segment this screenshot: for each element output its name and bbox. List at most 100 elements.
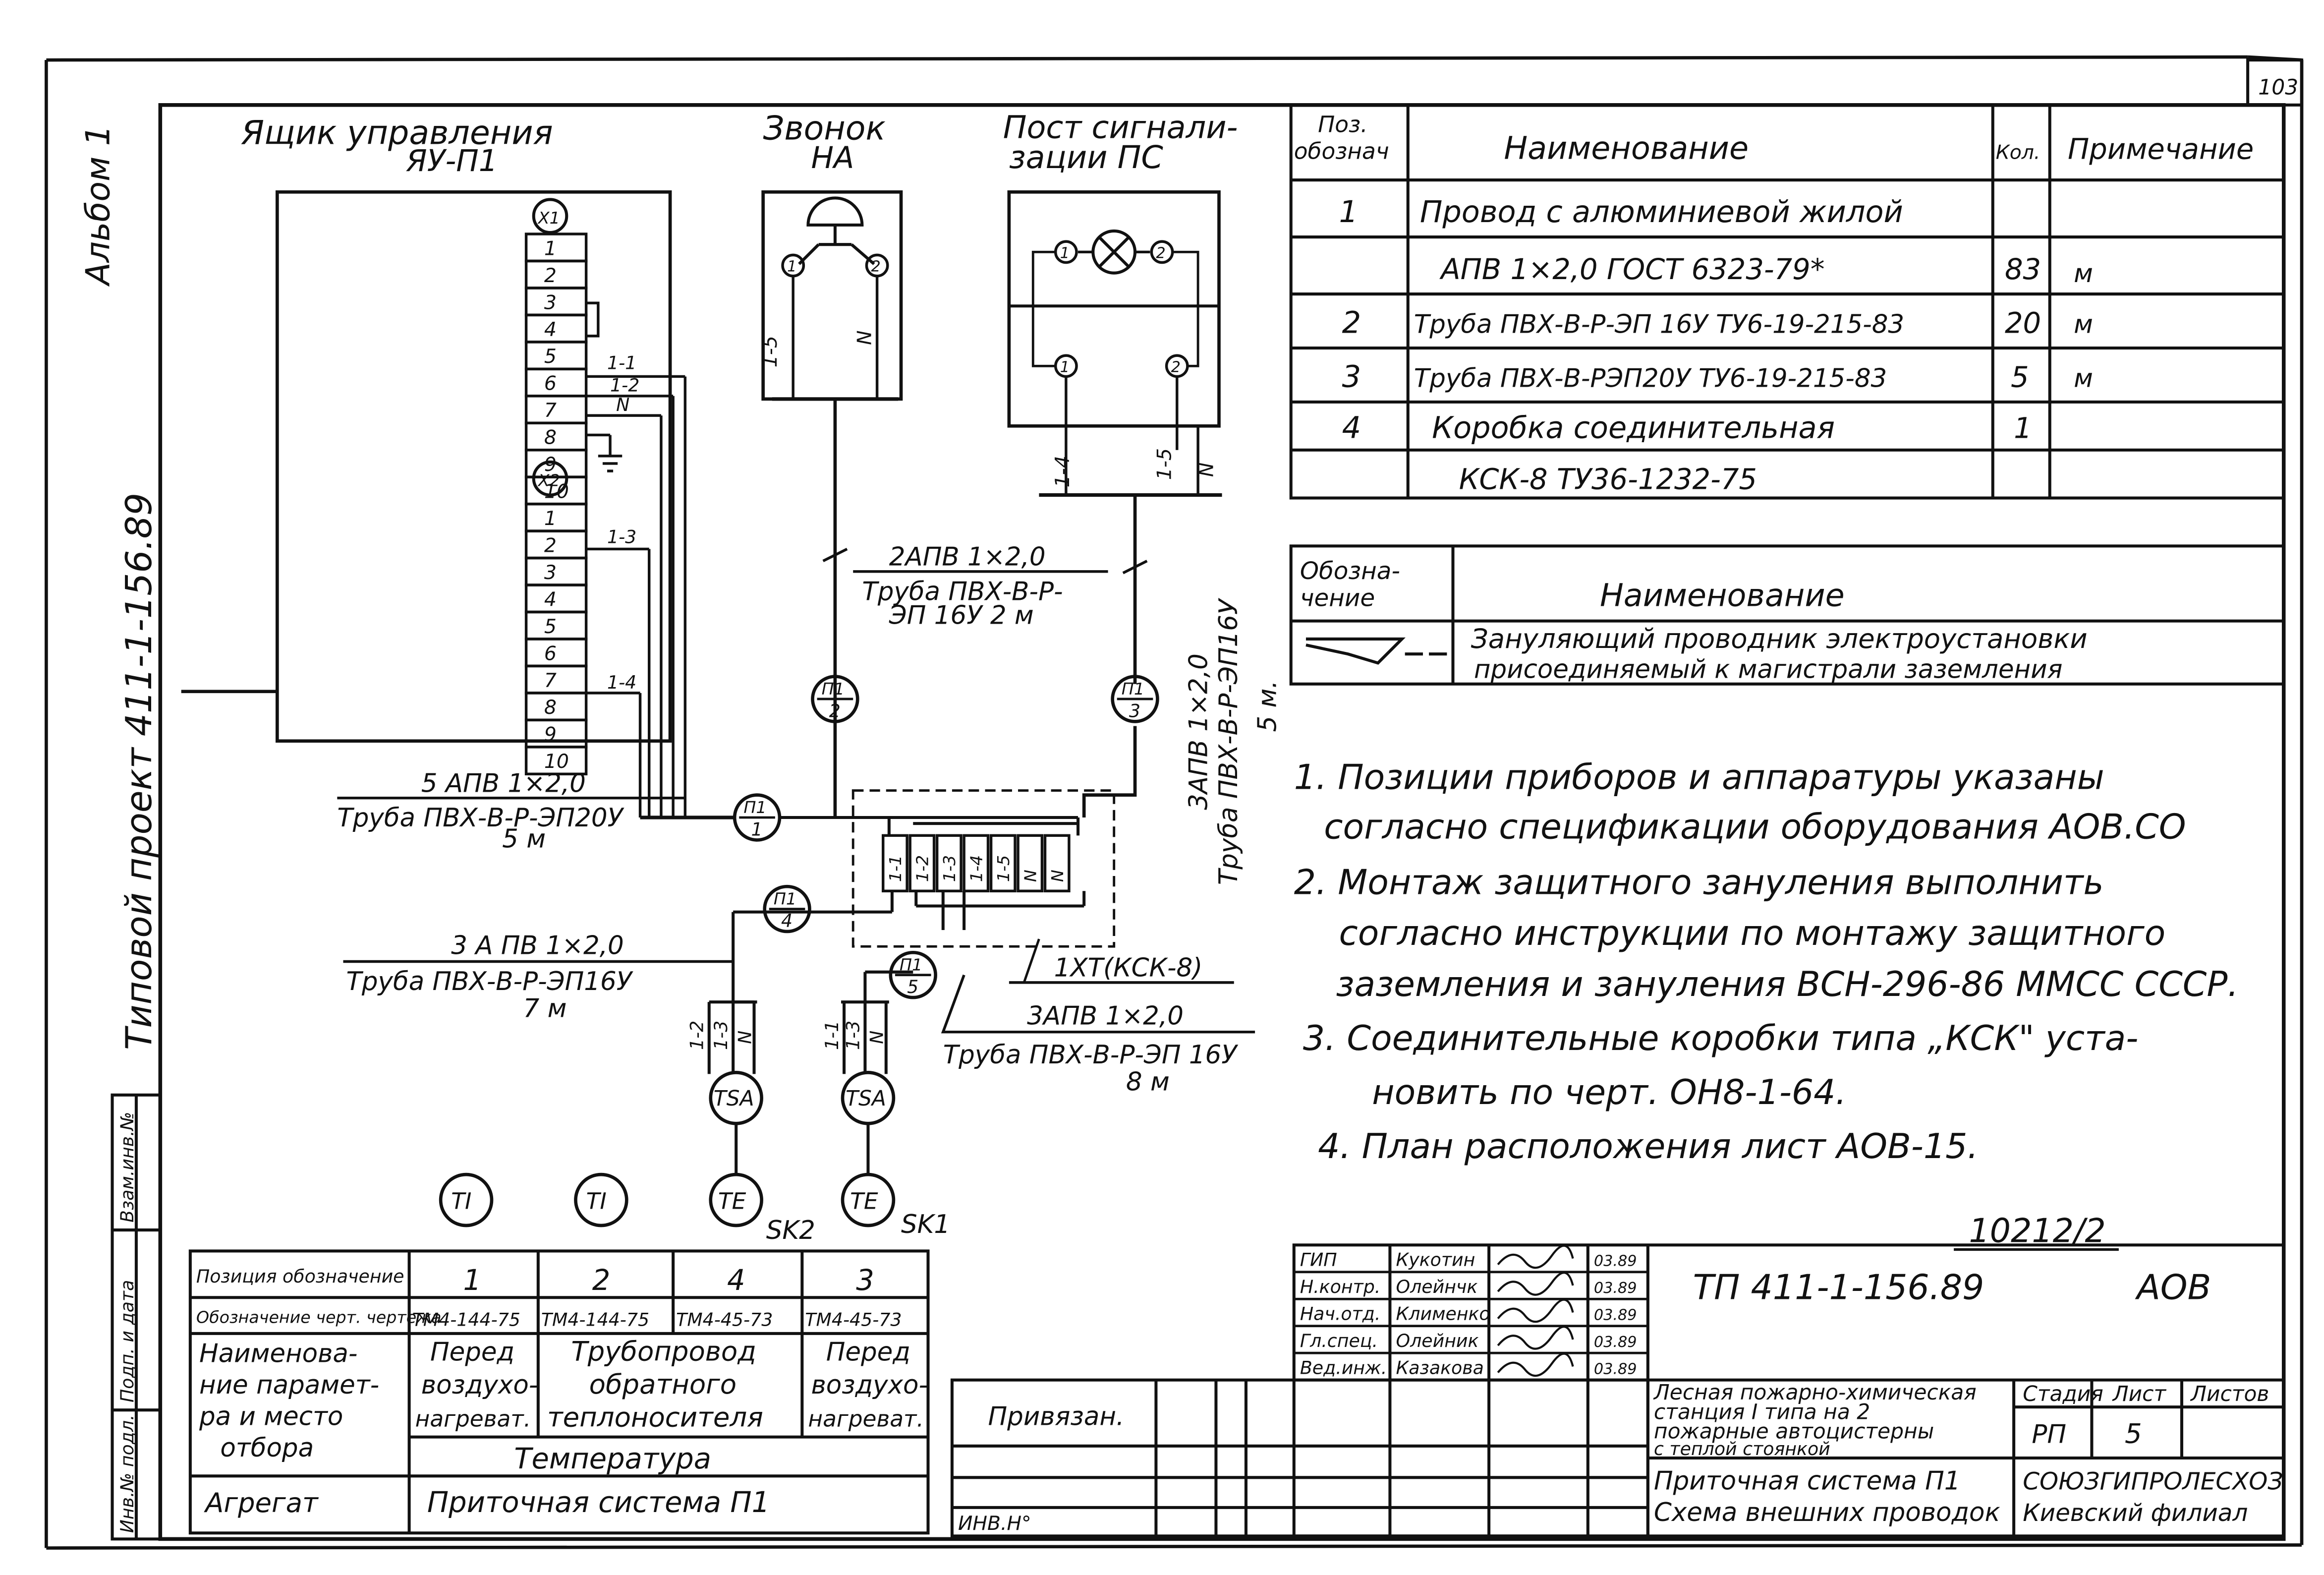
junction-wiring — [732, 816, 1086, 1002]
point-drawing: ТМ4-45-73 — [805, 1309, 902, 1331]
lamp-icon — [1091, 229, 1137, 275]
title-role: ГИП — [1300, 1249, 1337, 1271]
sheets-label: Листов — [2190, 1382, 2269, 1406]
signal-internal-right — [1172, 250, 1199, 367]
signature-scribble — [1497, 1326, 1574, 1350]
conduit-number: 3 — [1129, 700, 1140, 721]
terminal-number: 3 — [544, 561, 557, 584]
spec-header-pos-1: Поз. — [1318, 111, 1367, 137]
terminal-number: 8 — [544, 696, 557, 719]
cable-1-type: 5 АПВ 1×2,0 — [421, 769, 586, 799]
sensor-2-lead-1-1: 1-1 — [821, 1021, 843, 1050]
legend-header-symbol: Обозна-чение — [1300, 557, 1400, 612]
place-col1-3: нагреват. — [415, 1405, 531, 1432]
point-table-grid — [188, 1249, 930, 1535]
signal-internal-left — [1031, 250, 1056, 367]
bell-wire-n: N — [853, 330, 876, 345]
legend-table-grid — [1289, 544, 2285, 686]
terminal-block-x1-label: X1 — [537, 208, 560, 228]
terminal-block-x2-label: X2 — [537, 470, 560, 490]
bell-wire-1-5: 1-5 — [759, 336, 782, 367]
sensor-1-lead-1-3: 1-3 — [710, 1021, 732, 1050]
spec-row-qty: 1 — [2014, 412, 2032, 445]
terminal-number: 2 — [544, 534, 557, 557]
doc-mark: АОВ — [2135, 1267, 2211, 1307]
sensor-2-lead-1-3: 1-3 — [842, 1021, 863, 1050]
sheet-title-2: Схема внешних проводок — [1654, 1498, 2000, 1527]
bell-id: НА — [811, 141, 854, 175]
note-line: согласно инструкции по монтажу защитного — [1339, 913, 2166, 953]
signal-terminal-1-label: 1 — [1060, 358, 1070, 376]
project-label: Типовой проект 411-1-156.89 — [118, 493, 160, 1050]
bell-terminal-1-label: 1 — [787, 258, 796, 276]
terminal-block-x2-marker — [532, 460, 568, 497]
point-drawing: ТМ4-144-75 — [412, 1309, 520, 1331]
note-line: 4. План расположения лист АОВ-15. — [1318, 1126, 1978, 1167]
terminal-number: 1 — [544, 237, 557, 260]
signature-scribble — [1497, 1298, 1574, 1323]
jumper-3-5 — [586, 301, 600, 338]
signature-scribble — [1497, 1272, 1574, 1296]
spec-row-pos: 4 — [1342, 411, 1361, 446]
junction-terminal — [908, 834, 936, 892]
place-col4-2: воздухо- — [811, 1370, 928, 1400]
attach-inv-label: ИНВ.Н° — [958, 1512, 1031, 1535]
sensor-te-sk1 — [841, 1172, 896, 1227]
spec-row-note: м — [2074, 259, 2093, 289]
side-stamp — [111, 1093, 162, 1541]
cable-2-type: 2АПВ 1×2,0 — [889, 542, 1046, 572]
conduit-number: 2 — [829, 700, 841, 721]
indicator-ti-2-label: TI — [586, 1188, 607, 1215]
bell-cable-tick — [822, 547, 848, 563]
spec-row-qty: 83 — [2005, 253, 2041, 286]
terminal-number: 2 — [544, 264, 557, 287]
bell-title: Звонок — [763, 109, 886, 147]
point-position: 2 — [592, 1264, 611, 1297]
zeroing-conductor-icon — [1305, 637, 1447, 665]
place-col1-2: воздухо- — [421, 1370, 538, 1400]
terminal-number: 9 — [544, 723, 557, 746]
spec-header-name: Наименование — [1504, 130, 1749, 167]
terminal-number: 9 — [544, 453, 557, 476]
org-1: СОЮЗГИПРОЛЕСХОЗ — [2023, 1468, 2283, 1496]
conduit-number: 4 — [781, 910, 793, 932]
terminal-number: 5 — [544, 345, 557, 368]
sensor-lines — [707, 970, 913, 1176]
legend-header-symbol-2: чение — [1300, 584, 1375, 612]
spec-row-name: АПВ 1×2,0 ГОСТ 6323-79* — [1439, 253, 1824, 286]
cable-1-length: 5 м — [502, 824, 546, 854]
note-line: новить по черт. ОН8-1-64. — [1372, 1072, 1846, 1112]
spec-row-qty: 5 — [2011, 361, 2029, 394]
terminal-number: 10 — [544, 750, 569, 773]
title-date: 03.89 — [1594, 1361, 1637, 1378]
conduit-marker — [889, 951, 937, 999]
terminal-number: 3 — [544, 291, 557, 314]
doc-code: ТП 411-1-156.89 — [1693, 1267, 1984, 1307]
note-line: 2. Монтаж защитного зануления выполнить — [1294, 862, 2104, 902]
conduit-number: 1 — [751, 818, 762, 840]
point-table-row3-label-1: Наименова- — [199, 1339, 357, 1368]
wire-1-2-label: 1-2 — [610, 375, 639, 396]
junction-terminal-label: 1-1 — [886, 855, 905, 882]
signal-wire-n: N — [1195, 463, 1218, 477]
side-stamp-sign: Подп. и дата — [116, 1280, 138, 1402]
junction-label: 1ХТ(КСК-8) — [1054, 953, 1203, 983]
sheet-title-1: Приточная система П1 — [1654, 1466, 1961, 1496]
conduit-id: П1 — [1122, 679, 1144, 699]
wire-1-4-label: 1-4 — [607, 672, 636, 693]
indicator-ti-1 — [439, 1172, 494, 1227]
title-role: Нач.отд. — [1300, 1303, 1381, 1325]
junction-terminal-label: 1-3 — [940, 855, 959, 882]
spec-table-grid — [1289, 103, 2285, 500]
signature-scribble — [1497, 1352, 1574, 1377]
sensor-1-lead-1-2: 1-2 — [686, 1021, 708, 1050]
indicator-ti-2 — [574, 1172, 628, 1227]
point-table-row1-label: Позиция обозначение — [196, 1266, 404, 1287]
